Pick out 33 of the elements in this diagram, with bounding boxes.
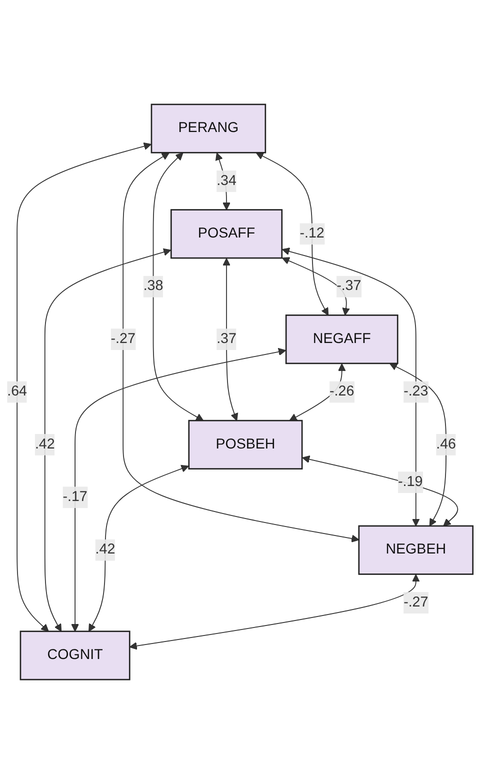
edge-label: .64 — [7, 384, 28, 400]
node-box: NEGAFF — [285, 314, 398, 364]
edge-label: .42 — [95, 542, 116, 558]
edge-label: .42 — [34, 436, 55, 452]
edge-label: .38 — [143, 278, 164, 294]
arrow — [88, 464, 189, 632]
node-box: PERANG — [150, 104, 266, 154]
arrow — [44, 248, 172, 632]
edge-label: -.37 — [336, 278, 362, 294]
edge-label: -.27 — [110, 331, 136, 346]
node-box: NEGBEH — [358, 525, 474, 575]
arrow — [129, 574, 420, 650]
arrow — [16, 142, 152, 632]
edge-label: .37 — [216, 331, 236, 346]
arrow — [256, 152, 329, 316]
arrow — [152, 152, 204, 421]
edge-label: -.27 — [404, 594, 428, 610]
node-box: POSBEH — [188, 420, 303, 470]
arrow — [302, 455, 458, 526]
arrow — [390, 363, 446, 526]
arrow — [122, 152, 360, 542]
node-box: COGNIT — [20, 630, 130, 680]
edge-label: -.26 — [330, 384, 354, 400]
edge-label: -.23 — [404, 384, 428, 400]
edge-label: -.19 — [398, 474, 423, 490]
arrow — [222, 258, 238, 421]
edge-label: -.17 — [62, 489, 88, 505]
edge-label: .46 — [436, 436, 456, 452]
node-box: POSAFF — [170, 209, 283, 259]
edge-label: .34 — [216, 173, 236, 188]
edge-label: -.12 — [300, 226, 324, 242]
arrow — [215, 152, 230, 210]
arrow — [71, 348, 286, 632]
